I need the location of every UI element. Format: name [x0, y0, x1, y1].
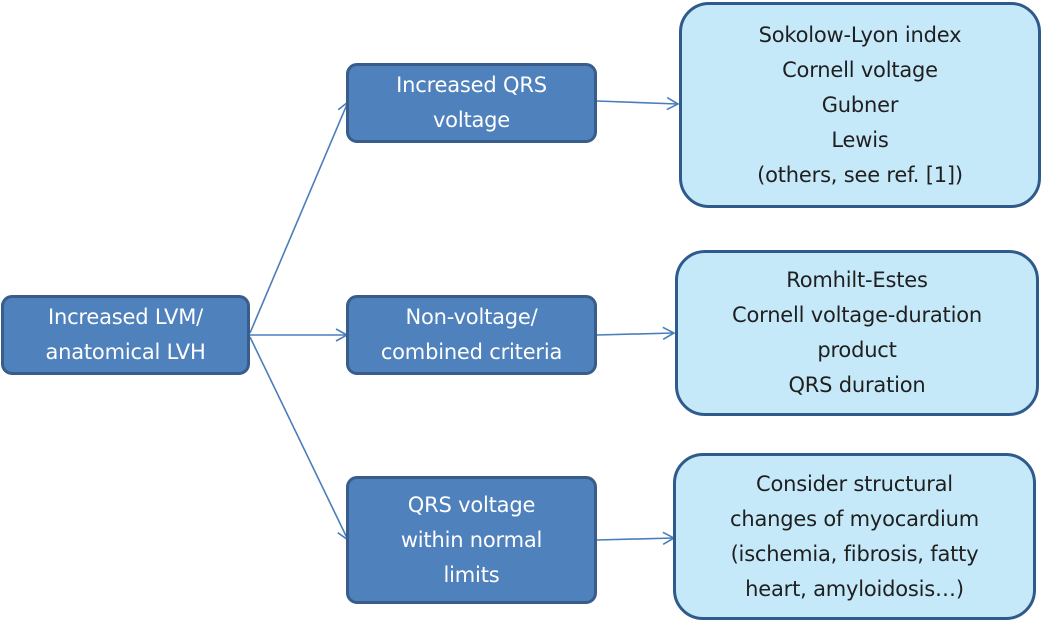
detail-voltage-criteria: Sokolow-Lyon index Cornell voltage Gubne…	[679, 2, 1041, 208]
arrow-root-to-normal-voltage	[249, 336, 350, 542]
detail-text-line: Cornell voltage	[782, 57, 938, 82]
detail-text-line: changes of myocardium	[730, 506, 979, 531]
detail-text-line: product	[817, 338, 897, 362]
node-text-line: voltage	[432, 108, 511, 132]
node-text-line: anatomical LVH	[45, 340, 206, 364]
node-text-line: Increased QRS	[396, 73, 547, 97]
detail-text-line: Gubner	[821, 92, 899, 117]
detail-text-line: Romhilt-Estes	[786, 268, 928, 292]
detail-text-line: Sokolow-Lyon index	[758, 22, 962, 47]
node-non-voltage-criteria: Non-voltage/ combined criteria	[346, 295, 597, 375]
node-increased-lvm: Increased LVM/ anatomical LVH	[1, 295, 250, 375]
arrow-normal-voltage-to-detail	[596, 531, 676, 545]
detail-text-line: (ischemia, fibrosis, fatty	[730, 541, 979, 566]
detail-combined-criteria: Romhilt-Estes Cornell voltage-duration p…	[675, 250, 1039, 416]
node-increased-qrs-voltage: Increased QRS voltage	[346, 63, 597, 143]
node-text-line: Non-voltage/	[405, 305, 538, 329]
node-text-line: QRS voltage	[407, 492, 536, 517]
detail-text-line: (others, see ref. [1])	[757, 162, 963, 187]
detail-text-line: heart, amyloidosis…)	[745, 576, 964, 601]
arrow-root-to-voltage	[249, 100, 351, 334]
detail-text-line: Consider structural	[756, 471, 953, 496]
node-text-line: limits	[443, 562, 500, 587]
node-text-line: Increased LVM/	[47, 305, 204, 329]
arrow-voltage-to-detail	[596, 96, 680, 111]
detail-text-line: Cornell voltage-duration	[732, 303, 982, 327]
detail-text-line: QRS duration	[788, 373, 926, 397]
node-text-line: within normal	[400, 527, 543, 552]
node-qrs-voltage-normal: QRS voltage within normal limits	[346, 476, 597, 604]
detail-structural-changes: Consider structural changes of myocardiu…	[673, 453, 1036, 620]
node-text-line: combined criteria	[380, 340, 563, 364]
arrow-non-voltage-to-detail	[596, 326, 676, 340]
detail-text-line: Lewis	[831, 127, 889, 152]
